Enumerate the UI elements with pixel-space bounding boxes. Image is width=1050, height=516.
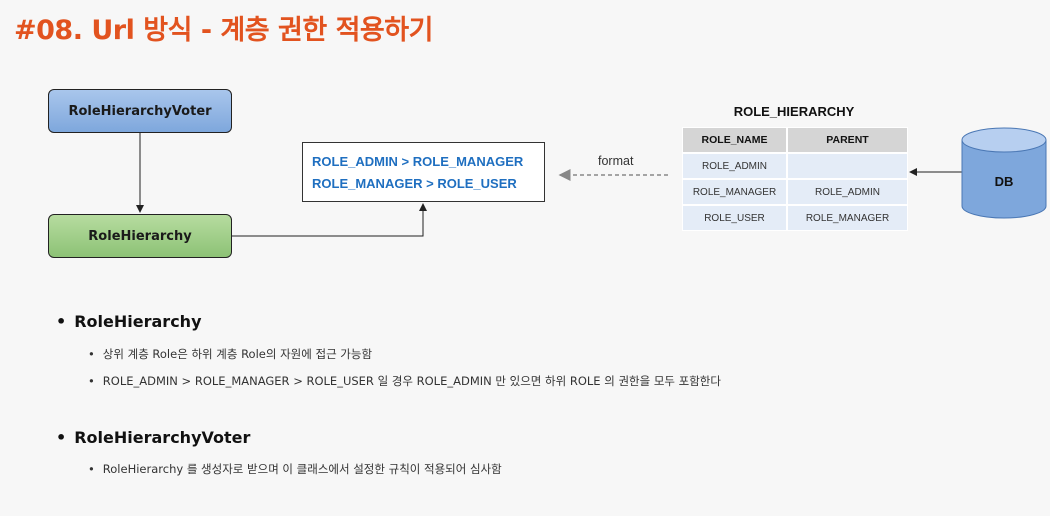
table-header-row: ROLE_NAME PARENT: [682, 127, 908, 153]
section-heading: • RoleHierarchyVoter: [56, 428, 250, 447]
section-heading-text: RoleHierarchyVoter: [74, 428, 251, 447]
db-cylinder-icon: [961, 127, 1047, 219]
bullet-item: • RoleHierarchy 를 생성자로 받으며 이 클래스에서 설정한 규칙…: [88, 461, 502, 477]
hierarchy-to-rules-arrow: [232, 203, 427, 237]
bullet-icon: •: [88, 462, 95, 476]
role-hierarchy-box: RoleHierarchy: [48, 214, 232, 258]
page-title: #08. Url 방식 - 계층 권한 적용하기: [14, 15, 433, 46]
table-cell: ROLE_ADMIN: [682, 153, 787, 179]
bullet-item-text: RoleHierarchy 를 생성자로 받으며 이 클래스에서 설정한 규칙이…: [102, 462, 502, 476]
role-hierarchy-table: ROLE_NAME PARENT ROLE_ADMIN ROLE_MANAGER…: [682, 127, 908, 231]
format-label: format: [598, 154, 634, 168]
section-heading-text: RoleHierarchy: [74, 312, 202, 331]
bullet-item-text: 상위 계층 Role은 하위 계층 Role의 자원에 접근 가능함: [102, 347, 373, 361]
table-row: ROLE_ADMIN: [682, 153, 908, 179]
db-label: DB: [994, 174, 1014, 189]
table-cell: [787, 153, 908, 179]
table-cell: ROLE_ADMIN: [787, 179, 908, 205]
bullet-item: • ROLE_ADMIN > ROLE_MANAGER > ROLE_USER 일…: [88, 373, 721, 389]
role-hierarchy-voter-box: RoleHierarchyVoter: [48, 89, 232, 133]
column-header: ROLE_NAME: [682, 127, 787, 153]
rule-line: ROLE_ADMIN > ROLE_MANAGER: [312, 154, 524, 169]
table-cell: ROLE_MANAGER: [787, 205, 908, 231]
bullet-icon: •: [88, 374, 95, 388]
table-cell: ROLE_MANAGER: [682, 179, 787, 205]
bullet-icon: •: [56, 312, 67, 331]
section-heading: • RoleHierarchy: [56, 312, 202, 331]
column-header: PARENT: [787, 127, 908, 153]
bullet-icon: •: [56, 428, 67, 447]
bullet-item: • 상위 계층 Role은 하위 계층 Role의 자원에 접근 가능함: [88, 346, 372, 362]
table-row: ROLE_MANAGER ROLE_ADMIN: [682, 179, 908, 205]
rule-line: ROLE_MANAGER > ROLE_USER: [312, 176, 517, 191]
hierarchy-rules-box: ROLE_ADMIN > ROLE_MANAGER ROLE_MANAGER >…: [302, 142, 545, 202]
table-title: ROLE_HIERARCHY: [733, 104, 855, 119]
table-row: ROLE_USER ROLE_MANAGER: [682, 205, 908, 231]
table-cell: ROLE_USER: [682, 205, 787, 231]
bullet-icon: •: [88, 347, 95, 361]
bullet-item-text: ROLE_ADMIN > ROLE_MANAGER > ROLE_USER 일 …: [102, 374, 721, 388]
